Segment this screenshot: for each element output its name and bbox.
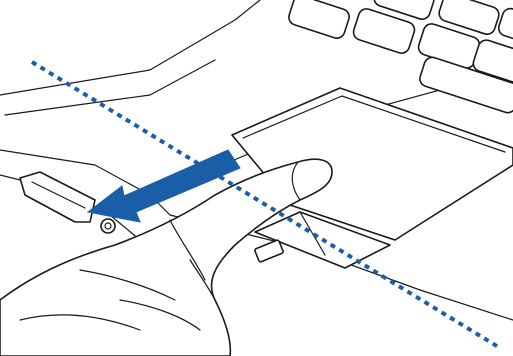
audio-jack [101,219,115,233]
fingerprint-sensor [254,240,283,263]
keyboard-key [287,0,351,40]
touchpad [232,88,513,240]
